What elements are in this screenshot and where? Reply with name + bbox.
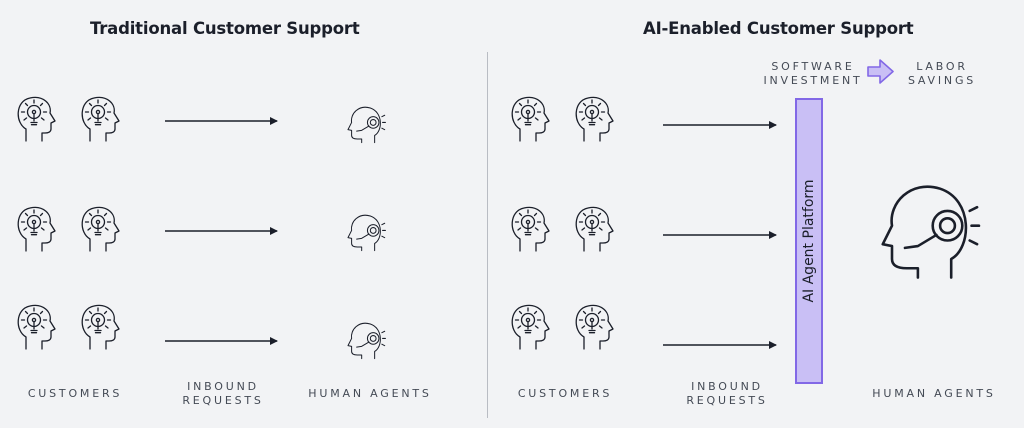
- ai-agent-platform-label: AI Agent Platform: [801, 179, 817, 303]
- right-requests-line1: INBOUND: [691, 380, 763, 393]
- headset-agent-icon: [347, 106, 386, 144]
- right-arrow-icon: [867, 59, 894, 84]
- software-investment-line2: INVESTMENT: [763, 74, 863, 87]
- section-divider: [487, 52, 488, 418]
- customer-idea-icon: [511, 96, 550, 142]
- ai-agent-platform-box: [795, 98, 823, 384]
- left-agents-label: HUMAN AGENTS: [308, 387, 432, 400]
- customer-idea-icon: [81, 96, 120, 142]
- customer-idea-icon: [511, 206, 550, 252]
- customer-idea-icon: [511, 304, 550, 350]
- ai-enabled-title: AI-Enabled Customer Support: [643, 19, 914, 38]
- left-requests-line2: REQUESTS: [182, 394, 264, 407]
- customer-idea-icon: [575, 206, 614, 252]
- labor-savings-label: LABOR SAVINGS: [902, 60, 982, 88]
- software-investment-line1: SOFTWARE: [771, 60, 855, 73]
- left-customers-label: CUSTOMERS: [27, 387, 123, 400]
- labor-savings-line1: LABOR: [916, 60, 968, 73]
- customer-idea-icon: [81, 206, 120, 252]
- headset-agent-icon: [881, 185, 981, 279]
- headset-agent-icon: [347, 214, 386, 252]
- customer-idea-icon: [17, 304, 56, 350]
- customer-idea-icon: [575, 304, 614, 350]
- right-customers-label: CUSTOMERS: [517, 387, 613, 400]
- right-agents-label: HUMAN AGENTS: [872, 387, 996, 400]
- customer-idea-icon: [17, 206, 56, 252]
- left-requests-line1: INBOUND: [187, 380, 259, 393]
- traditional-title: Traditional Customer Support: [90, 19, 360, 38]
- headset-agent-icon: [347, 322, 386, 360]
- right-requests-line2: REQUESTS: [686, 394, 768, 407]
- left-requests-label: INBOUND REQUESTS: [168, 380, 278, 408]
- software-investment-label: SOFTWARE INVESTMENT: [762, 60, 864, 88]
- customer-idea-icon: [575, 96, 614, 142]
- customer-idea-icon: [81, 304, 120, 350]
- labor-savings-line2: SAVINGS: [907, 74, 977, 87]
- right-requests-label: INBOUND REQUESTS: [672, 380, 782, 408]
- customer-idea-icon: [17, 96, 56, 142]
